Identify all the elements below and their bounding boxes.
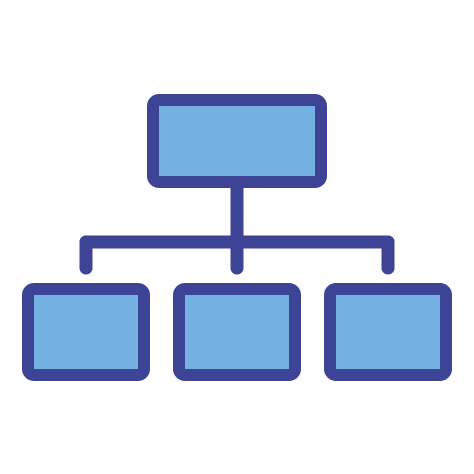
root-node-box	[147, 94, 327, 188]
child-node-box-left	[22, 283, 150, 381]
connector-lines	[79, 181, 395, 275]
child-node-box-right	[324, 283, 452, 381]
child-node-box-middle	[173, 283, 301, 381]
